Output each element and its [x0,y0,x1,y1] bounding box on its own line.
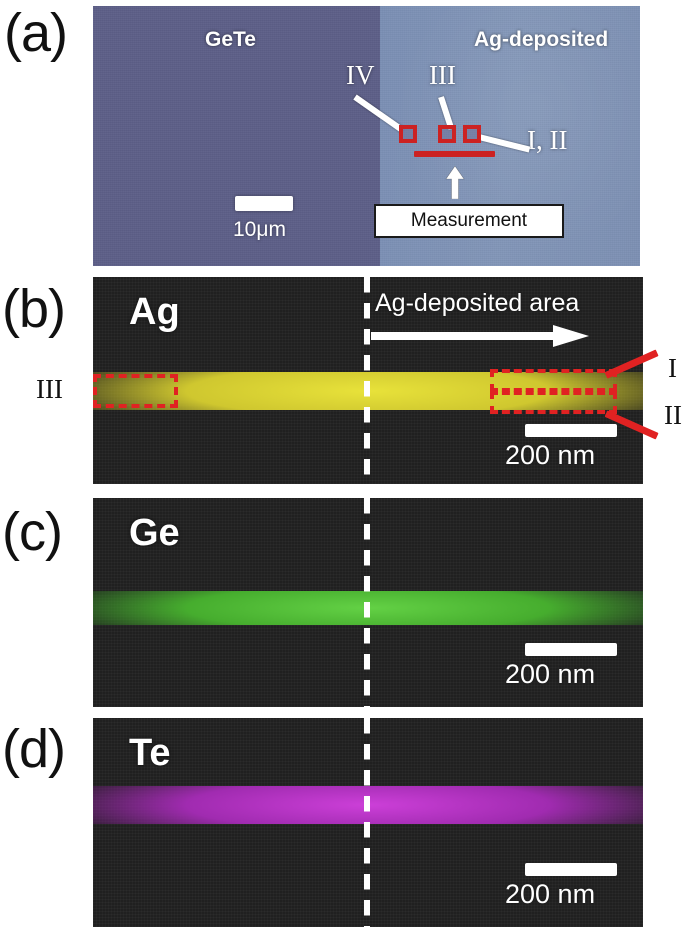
roi-dashed-box-i [490,369,617,392]
element-symbol-ge: Ge [129,512,180,554]
measurement-callout-label: Measurement [410,210,528,231]
roi-label-i-ii: I, II [527,125,568,155]
panel-d-eds-map-te: Te 200 nm [93,718,643,927]
element-symbol-ag: Ag [129,291,180,333]
panel-b-eds-map-ag: Ag Ag-deposited area 200 nm [93,277,643,484]
measurement-callout-box: Measurement [374,204,564,238]
panel-c-eds-map-ge: Ge 200 nm [93,498,643,707]
element-symbol-te: Te [129,732,171,774]
scalebar-b-label: 200 nm [505,440,596,470]
scalebar-d-label: 200 nm [505,879,596,909]
scalebar-a-label: 10μm [233,218,286,241]
panel-a-optical-micrograph: GeTe Ag-deposited IV III I, II Measureme… [93,6,640,266]
external-roman-label-iii: III [36,374,63,404]
measurement-arrow-icon [445,166,465,199]
optical-label-ag-deposited: Ag-deposited [474,28,609,51]
optical-region-gete [93,6,381,266]
optical-label-gete: GeTe [205,28,256,51]
scalebar-d [525,863,617,876]
scalebar-c [525,643,617,656]
scalebar-c-label: 200 nm [505,659,596,689]
roi-square-iv [399,125,417,143]
roi-square-iii [438,125,456,143]
scalebar-a [235,196,293,211]
external-roman-label-ii: II [664,400,682,430]
external-roman-label-i: I [668,353,677,383]
roi-dashed-box-ii [490,391,617,414]
scalebar-b [525,424,617,437]
panel-letter-c: (c) [2,502,63,562]
ag-deposited-area-label: Ag-deposited area [375,289,580,317]
interface-dashed-line-d [364,718,370,927]
roi-dashed-box-iii [93,374,178,408]
roi-label-iii: III [429,60,456,90]
panel-letter-b: (b) [2,279,66,339]
roi-label-iv: IV [346,60,375,90]
interface-dashed-line-c [364,498,370,707]
measurement-line [414,151,495,157]
panel-letter-d: (d) [2,719,66,779]
optical-region-ag-deposited [380,6,640,266]
roi-square-i-ii [463,125,481,143]
panel-letter-a: (a) [4,3,68,63]
interface-dashed-line-b [364,277,370,484]
ag-deposited-area-arrow-icon [371,325,589,347]
